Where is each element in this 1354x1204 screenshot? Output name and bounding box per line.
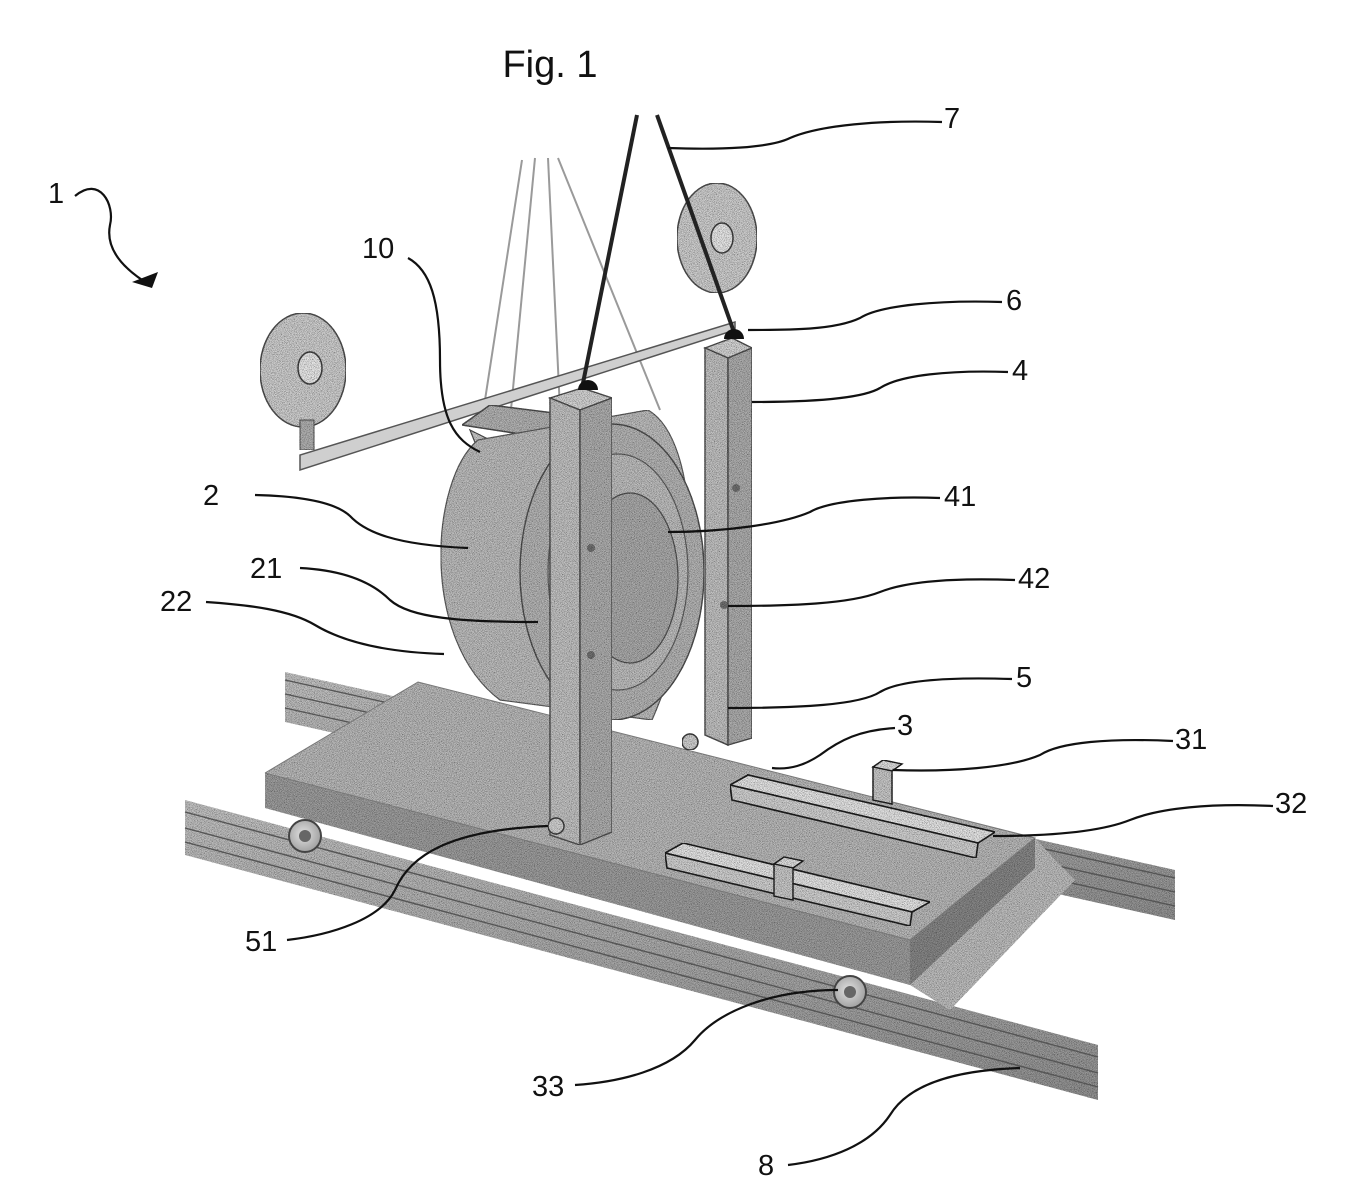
ref-label-2: 2	[203, 482, 219, 511]
carriage-wheel-right	[834, 976, 866, 1008]
ref-label-51: 51	[245, 928, 277, 957]
ref-label-42: 42	[1018, 565, 1050, 594]
support-post-left	[548, 388, 612, 845]
pulley-wheel-left	[260, 313, 346, 450]
carriage-wheel-left	[289, 820, 321, 852]
post-base-roller-51	[548, 818, 564, 834]
ref-label-10: 10	[362, 235, 394, 264]
ref-label-41: 41	[944, 483, 976, 512]
ref-label-22: 22	[160, 588, 192, 617]
ref-label-4: 4	[1012, 357, 1028, 386]
figure-title: Fig. 1	[470, 44, 630, 87]
ref-label-1: 1	[48, 180, 64, 209]
ref-label-3: 3	[897, 712, 913, 741]
ref-label-7: 7	[944, 105, 960, 134]
ref-label-33: 33	[532, 1073, 564, 1102]
ref-label-31: 31	[1175, 726, 1207, 755]
ref-label-6: 6	[1006, 287, 1022, 316]
ref-label-5: 5	[1016, 664, 1032, 693]
ref-label-21: 21	[250, 555, 282, 584]
ref-label-8: 8	[758, 1152, 774, 1181]
ref-label-32: 32	[1275, 790, 1307, 819]
